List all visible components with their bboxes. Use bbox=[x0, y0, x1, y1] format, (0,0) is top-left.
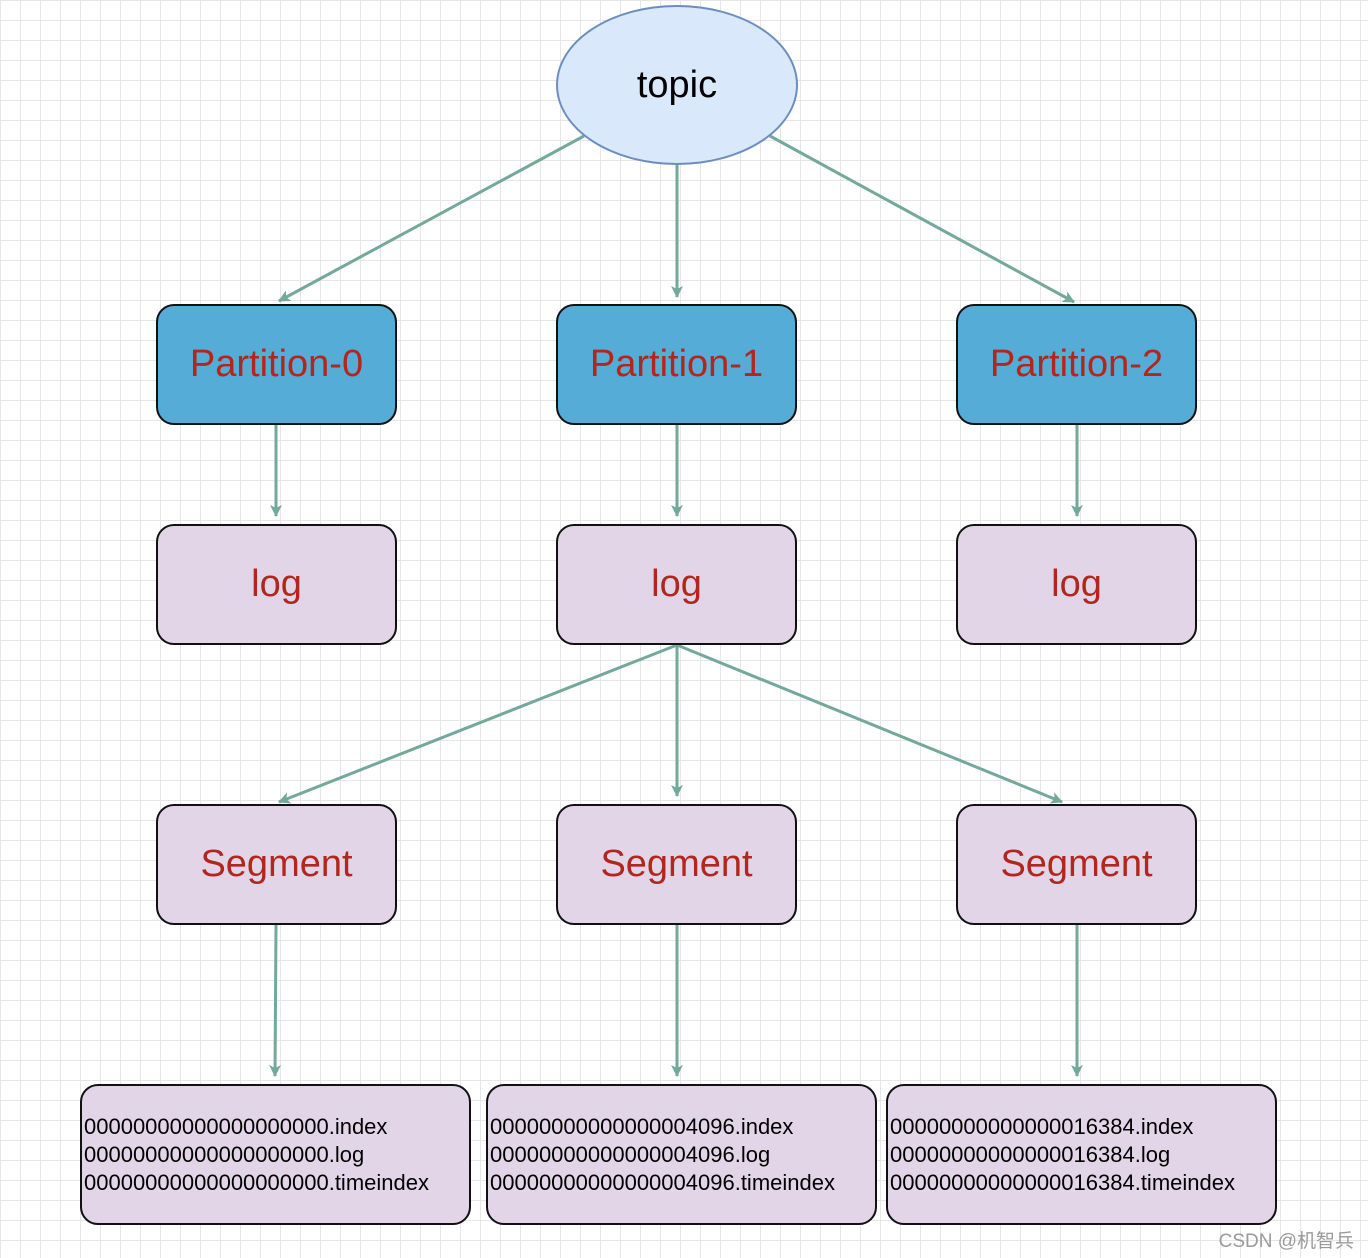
log-1-node: log bbox=[556, 524, 797, 645]
log-0-node: log bbox=[156, 524, 397, 645]
segment-1-files: 00000000000000004096.index 0000000000000… bbox=[486, 1084, 877, 1225]
segment-0-timeindex-file: 00000000000000000000.timeindex bbox=[84, 1169, 429, 1195]
segment-0-log-file: 00000000000000000000.log bbox=[84, 1141, 365, 1167]
segment-1-node: Segment bbox=[556, 804, 797, 925]
topic-node: topic bbox=[556, 5, 798, 165]
log-1-label: log bbox=[651, 563, 702, 605]
log-2-label: log bbox=[1051, 563, 1102, 605]
edge-topic-partition-0 bbox=[278, 134, 585, 303]
segment-1-label: Segment bbox=[600, 843, 753, 885]
edge-segment-0-files bbox=[269, 924, 282, 1077]
watermark: CSDN @机智兵 bbox=[1218, 1231, 1354, 1252]
topic-label: topic bbox=[636, 63, 718, 106]
segment-0-label: Segment bbox=[200, 843, 353, 885]
segment-1-index-file: 00000000000000004096.index bbox=[490, 1113, 794, 1139]
segment-2-label: Segment bbox=[1000, 843, 1153, 885]
segment-2-files: 00000000000000016384.index 0000000000000… bbox=[886, 1084, 1277, 1225]
partition-1-label: Partition-1 bbox=[589, 343, 764, 385]
log-0-label: log bbox=[251, 563, 302, 605]
partition-2-label: Partition-2 bbox=[989, 343, 1164, 385]
edge-log-segment-2 bbox=[676, 643, 1063, 804]
segment-2-timeindex-file: 00000000000000016384.timeindex bbox=[890, 1169, 1235, 1195]
partition-0-node: Partition-0 bbox=[156, 304, 397, 425]
segment-0-files: 00000000000000000000.index 0000000000000… bbox=[80, 1084, 471, 1225]
segment-1-timeindex-file: 00000000000000004096.timeindex bbox=[490, 1169, 835, 1195]
segment-1-log-file: 00000000000000004096.log bbox=[490, 1141, 771, 1167]
partition-2-node: Partition-2 bbox=[956, 304, 1197, 425]
edge-topic-partition-2 bbox=[769, 134, 1075, 304]
segment-0-node: Segment bbox=[156, 804, 397, 925]
log-2-node: log bbox=[956, 524, 1197, 645]
partition-0-label: Partition-0 bbox=[189, 343, 364, 385]
partition-1-node: Partition-1 bbox=[556, 304, 797, 425]
edge-log-segment-0 bbox=[278, 643, 678, 804]
segment-2-index-file: 00000000000000016384.index bbox=[890, 1113, 1194, 1139]
segment-0-index-file: 00000000000000000000.index bbox=[84, 1113, 388, 1139]
segment-2-log-file: 00000000000000016384.log bbox=[890, 1141, 1171, 1167]
segment-2-node: Segment bbox=[956, 804, 1197, 925]
